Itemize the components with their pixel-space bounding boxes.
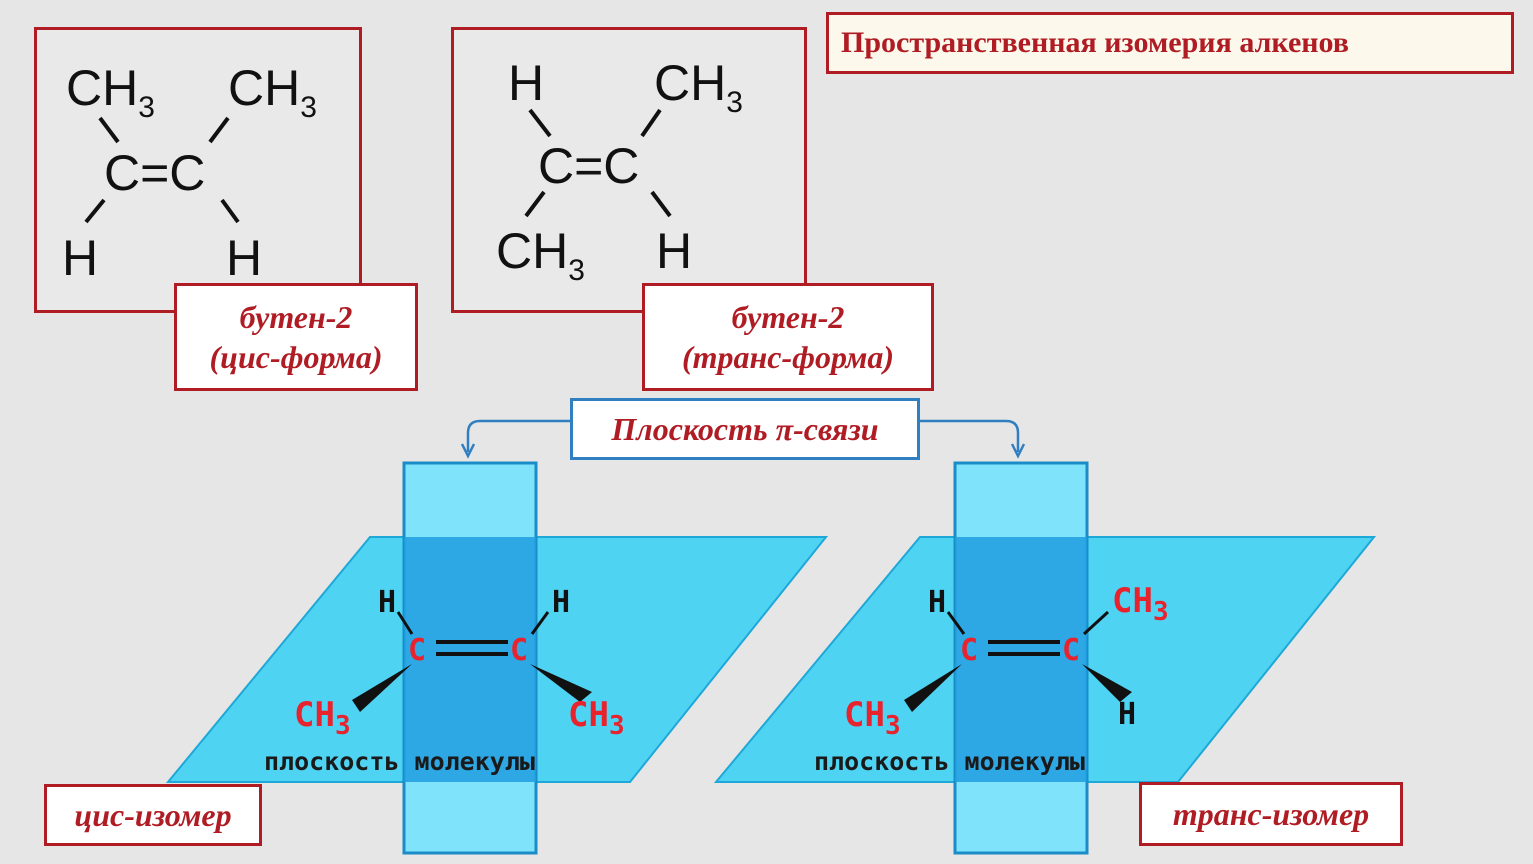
trans-bond-bl — [524, 190, 546, 218]
pi-plane-label-text: Плоскость π-связи — [611, 410, 879, 447]
trans-bond-tl — [528, 108, 552, 138]
cis-model-h-left: H — [378, 585, 396, 620]
cis-model-ch3-left: CH3 — [294, 695, 351, 741]
trans-model: H CH3 C C CH3 H плоскость молекулы — [713, 461, 1377, 855]
cis-formula: CH3 CH3 C=C H H — [62, 60, 317, 286]
page-title: Пространственная изомерия алкенов — [826, 12, 1514, 74]
cis-bond-tr — [208, 116, 230, 144]
page-title-text: Пространственная изомерия алкенов — [841, 26, 1350, 59]
trans-caption-line2: (транс-форма) — [681, 339, 895, 375]
trans-h-right: H — [656, 223, 692, 279]
cis-caption-line2: (цис-форма) — [209, 339, 383, 375]
arrow-to-trans-plane — [918, 419, 1020, 452]
cis-double-bond: C=C — [104, 145, 205, 201]
cis-h-right: H — [226, 230, 262, 286]
cis-plane-caption: плоскость молекулы — [264, 747, 535, 776]
trans-model-c-right: C — [1062, 633, 1080, 668]
cis-bond-br — [220, 198, 240, 224]
cis-isomer-text: цис-изомер — [74, 796, 232, 833]
pi-plane-arrows — [460, 419, 1026, 459]
trans-model-c-left: C — [960, 633, 978, 668]
cis-bond-tl — [98, 116, 120, 144]
cis-isomer-label: цис-изомер — [44, 784, 262, 846]
cis-ch3-right: CH3 — [228, 60, 317, 124]
trans-model-h-left: H — [928, 585, 946, 620]
cis-model: H H C C CH3 CH3 плоскость молекулы — [165, 461, 829, 855]
trans-formula: H CH3 C=C CH3 H — [496, 55, 743, 287]
trans-formula-caption: бутен-2 (транс-форма) — [642, 283, 934, 391]
cis-model-c-left: C — [408, 633, 426, 668]
cis-model-c-right: C — [510, 633, 528, 668]
trans-model-h-right: H — [1118, 697, 1136, 732]
arrow-head-cis — [460, 443, 476, 459]
cis-formula-caption: бутен-2 (цис-форма) — [174, 283, 418, 391]
trans-ch3-left: CH3 — [496, 223, 585, 287]
trans-isomer-label: транс-изомер — [1139, 782, 1403, 846]
trans-plane-caption: плоскость молекулы — [814, 747, 1085, 776]
trans-bond-h-left — [946, 611, 966, 635]
cis-pi-plane-overlap — [404, 537, 536, 782]
trans-bond-tr — [640, 108, 662, 138]
cis-h-left: H — [62, 230, 98, 286]
trans-wedge-left — [904, 664, 962, 712]
cis-caption-line1: бутен-2 — [239, 299, 353, 335]
cis-model-ch3-right: CH3 — [568, 695, 625, 741]
trans-bond-br — [650, 190, 672, 218]
arrow-head-trans — [1010, 443, 1026, 459]
cis-bond-bl — [84, 198, 106, 224]
trans-wedge-right — [1082, 664, 1132, 702]
trans-double-bond: C=C — [538, 138, 639, 194]
trans-bond-ch3-right — [1082, 610, 1110, 636]
trans-h-left: H — [508, 55, 544, 111]
arrow-to-cis-plane — [466, 419, 572, 452]
trans-formula-frame — [451, 27, 807, 313]
cis-bond-h-left — [396, 611, 414, 635]
cis-ch3-left: CH3 — [66, 60, 155, 124]
trans-model-ch3-right: CH3 — [1112, 581, 1169, 627]
cis-wedge-left — [352, 664, 412, 712]
cis-model-h-right: H — [552, 585, 570, 620]
trans-caption-line1: бутен-2 — [731, 299, 845, 335]
trans-pi-plane-overlap — [955, 537, 1087, 782]
cis-bond-h-right — [530, 611, 550, 635]
trans-ch3-right: CH3 — [654, 55, 743, 119]
trans-model-ch3-left: CH3 — [844, 695, 901, 741]
pi-plane-label: Плоскость π-связи — [570, 398, 920, 460]
cis-wedge-right — [530, 664, 592, 702]
trans-isomer-text: транс-изомер — [1172, 795, 1370, 832]
